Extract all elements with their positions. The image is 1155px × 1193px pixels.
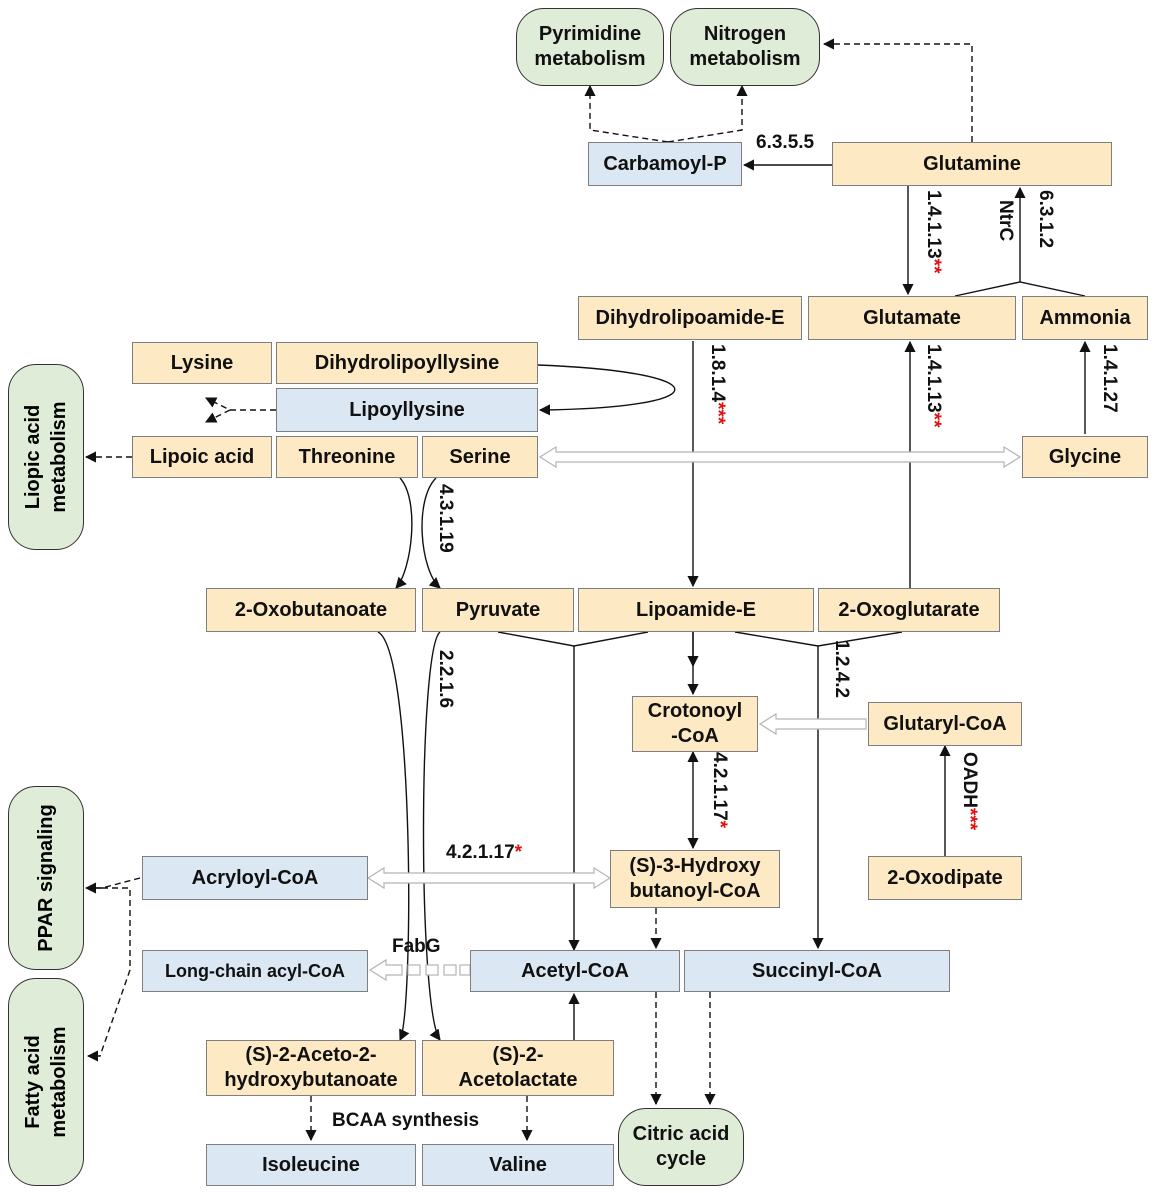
label-fabg: FabG: [392, 936, 441, 957]
pathway-lipoic-label: Liopic acid metabolism: [22, 401, 70, 513]
node-acetyl-coa: Acetyl-CoA: [470, 950, 680, 992]
label-ec-6-3-1-2: 6.3.1.2: [1035, 190, 1056, 249]
node-glycine: Glycine: [1022, 436, 1148, 478]
ec-text: OADH: [959, 752, 980, 808]
node-s-2-acetolactate: (S)-2- Acetolactate: [422, 1040, 614, 1096]
node-crotonoyl-coa: Crotonoyl -CoA: [632, 696, 758, 752]
label-bcaa-synthesis: BCAA synthesis: [332, 1110, 480, 1131]
significance-mark: *: [514, 842, 523, 863]
ec-text: 4.2.1.17: [709, 752, 730, 821]
label-oadh: OADH***: [958, 752, 980, 830]
pathway-fatty-acid-metabolism: Fatty acid metabolism: [8, 978, 84, 1186]
label-ec-4-3-1-19: 4.3.1.19: [435, 484, 456, 553]
ec-text: 1.8.1.4: [707, 344, 728, 403]
node-acryloyl-coa: Acryloyl-CoA: [142, 856, 368, 900]
node-lipoyllysine: Lipoyllysine: [276, 388, 538, 432]
node-dihydrolipoamide-e: Dihydrolipoamide-E: [578, 296, 802, 340]
node-2-oxoglutarate: 2-Oxoglutarate: [818, 588, 1000, 632]
label-ntrc: NtrC: [995, 200, 1016, 242]
significance-mark: **: [923, 258, 944, 274]
significance-mark: *: [709, 820, 730, 829]
node-succinyl-coa: Succinyl-CoA: [684, 950, 950, 992]
node-lipoamide-e: Lipoamide-E: [578, 588, 814, 632]
pathway-pyrimidine-metabolism: Pyrimidine metabolism: [516, 8, 664, 86]
pathway-fatty-label: Fatty acid metabolism: [22, 1026, 70, 1138]
pathway-ppar-label: PPAR signaling: [35, 804, 57, 952]
significance-mark: ***: [959, 807, 980, 831]
node-2-oxodipate: 2-Oxodipate: [868, 856, 1022, 900]
node-ammonia: Ammonia: [1022, 296, 1148, 340]
node-dihydrolipoyllysine: Dihydrolipoyllysine: [276, 342, 538, 384]
node-valine: Valine: [422, 1144, 614, 1186]
node-glutaryl-coa: Glutaryl-CoA: [868, 702, 1022, 746]
node-threonine: Threonine: [276, 436, 418, 478]
node-glutamine: Glutamine: [832, 142, 1112, 186]
ec-text: 1.4.1.13: [923, 190, 944, 259]
pathway-lipoic-acid-metabolism: Liopic acid metabolism: [8, 364, 84, 550]
label-ec-1-4-1-13-top: 1.4.1.13**: [922, 190, 944, 273]
label-ec-4-2-1-17-horizontal: 4.2.1.17*: [446, 842, 522, 864]
label-ec-4-2-1-17-vertical: 4.2.1.17*: [708, 752, 730, 828]
node-isoleucine: Isoleucine: [206, 1144, 416, 1186]
node-serine: Serine: [422, 436, 538, 478]
ec-text: 4.2.1.17: [446, 842, 515, 863]
node-carbamoyl-p: Carbamoyl-P: [588, 142, 742, 186]
node-s-2-aceto-2-hydroxybutanoate: (S)-2-Aceto-2- hydroxybutanoate: [206, 1040, 416, 1096]
label-ec-6-3-5-5: 6.3.5.5: [756, 132, 815, 153]
node-2-oxobutanoate: 2-Oxobutanoate: [206, 588, 416, 632]
node-glutamate: Glutamate: [808, 296, 1016, 340]
significance-mark: ***: [707, 402, 728, 425]
node-s-3-hydroxybutanoyl-coa: (S)-3-Hydroxy butanoyl-CoA: [610, 850, 780, 908]
pathway-nitrogen-metabolism: Nitrogen metabolism: [670, 8, 820, 86]
label-ec-1-4-1-13-bottom: 1.4.1.13**: [922, 344, 944, 427]
node-lipoic-acid: Lipoic acid: [132, 436, 272, 478]
node-lysine: Lysine: [132, 342, 272, 384]
node-long-chain-acyl-coa: Long-chain acyl-CoA: [142, 950, 368, 992]
pathway-citric-acid-cycle: Citric acid cycle: [618, 1108, 744, 1186]
label-ec-1-2-4-2: 1.2.4.2: [831, 640, 852, 699]
label-ec-2-2-1-6: 2.2.1.6: [435, 650, 456, 709]
significance-mark: **: [923, 412, 944, 428]
node-pyruvate: Pyruvate: [422, 588, 574, 632]
label-ec-1-8-1-4: 1.8.1.4***: [706, 344, 728, 424]
label-ec-1-4-1-27: 1.4.1.27: [1099, 344, 1120, 413]
pathway-ppar-signaling: PPAR signaling: [8, 786, 84, 970]
ec-text: 1.4.1.13: [923, 344, 944, 413]
